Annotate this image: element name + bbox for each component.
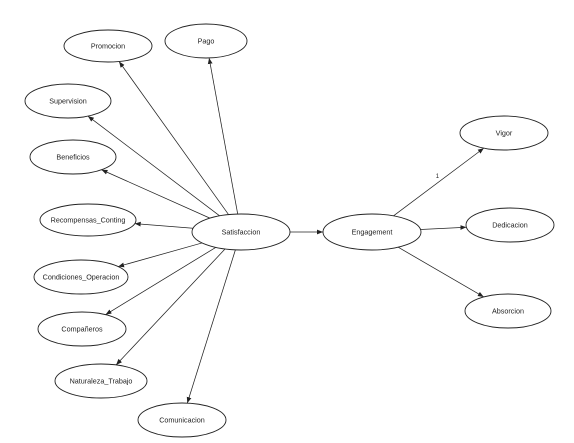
node-label: Beneficios	[56, 153, 90, 162]
node-label: Naturaleza_Trabajo	[70, 377, 133, 386]
node-promocion: Promocion	[63, 29, 153, 63]
edge-arrow	[134, 221, 194, 229]
edge-arrow	[207, 57, 239, 215]
edge-arrow	[398, 246, 484, 298]
node-ellipse	[63, 29, 153, 63]
node-ellipse	[137, 402, 227, 438]
node-ellipse	[322, 213, 422, 251]
node-condiciones: Condiciones_Operacion	[33, 259, 129, 295]
edge-satisfaccion-to-pago	[207, 57, 239, 215]
edge-arrow	[115, 248, 226, 366]
edge-arrow	[105, 247, 216, 315]
node-label: Absorcion	[492, 307, 524, 316]
node-companeros: Compañeros	[37, 311, 127, 347]
node-ellipse	[465, 207, 555, 243]
node-absorcion: Absorcion	[464, 293, 552, 329]
node-naturaleza: Naturaleza_Trabajo	[54, 363, 148, 399]
node-satisfaccion: Satisfaccion	[191, 213, 291, 251]
edge-engagement-to-absorcion	[398, 246, 484, 298]
edge-satisfaccion-to-supervision	[87, 115, 220, 217]
node-ellipse	[164, 23, 248, 59]
edge-engagement-to-vigor: 1	[393, 147, 485, 217]
edge-satisfaccion-to-recompensas	[134, 221, 194, 229]
edge-arrow	[393, 147, 485, 217]
node-label: Comunicacion	[159, 416, 205, 425]
edge-satisfaccion-to-condiciones	[118, 242, 203, 268]
edge-arrow	[101, 169, 211, 219]
node-label: Promocion	[91, 42, 125, 51]
node-ellipse	[459, 115, 549, 151]
node-label: Condiciones_Operacion	[43, 273, 120, 282]
node-label: Supervision	[49, 97, 87, 106]
node-ellipse	[37, 311, 127, 347]
node-ellipse	[39, 203, 137, 237]
edge-satisfaccion-to-naturaleza	[115, 248, 226, 366]
node-comunicacion: Comunicacion	[137, 402, 227, 438]
node-label: Engagement	[352, 228, 393, 237]
node-ellipse	[191, 213, 291, 251]
node-label: Compañeros	[61, 325, 103, 334]
nodes-layer: Promocion PagoSupervisionBeneficiosRecomp…	[24, 23, 555, 438]
node-beneficios: Beneficios	[29, 139, 117, 175]
node-ellipse	[54, 363, 148, 399]
node-label: Pago	[198, 37, 215, 46]
node-ellipse	[464, 293, 552, 329]
node-supervision: Supervision	[24, 83, 112, 119]
node-dedicacion: Dedicacion	[465, 207, 555, 243]
edge-satisfaccion-to-companeros	[105, 247, 216, 315]
edge-arrow	[87, 115, 220, 217]
edge-engagement-to-dedicacion	[420, 225, 467, 230]
node-engagement: Engagement	[322, 213, 422, 251]
edge-satisfaccion-to-promocion	[118, 61, 229, 215]
node-label: Satisfaccion	[222, 228, 261, 237]
edge-arrow	[420, 225, 467, 230]
edge-arrow	[118, 61, 229, 215]
node-label: Dedicacion	[492, 221, 528, 230]
node-label: Recompensas_Conting	[51, 216, 126, 225]
edges-layer: 1	[87, 57, 485, 404]
edge-satisfaccion-to-comunicacion	[186, 249, 236, 404]
node-ellipse	[33, 259, 129, 295]
node-label: Vigor	[496, 129, 513, 138]
edge-arrow	[186, 249, 236, 404]
edge-arrow	[118, 242, 203, 268]
node-ellipse	[24, 83, 112, 119]
node-ellipse	[29, 139, 117, 175]
edge-label: 1	[436, 174, 440, 180]
edge-satisfaccion-to-beneficios	[101, 169, 211, 219]
node-vigor: Vigor	[459, 115, 549, 151]
node-pago: Pago	[164, 23, 248, 59]
node-recompensas: Recompensas_Conting	[39, 203, 137, 237]
